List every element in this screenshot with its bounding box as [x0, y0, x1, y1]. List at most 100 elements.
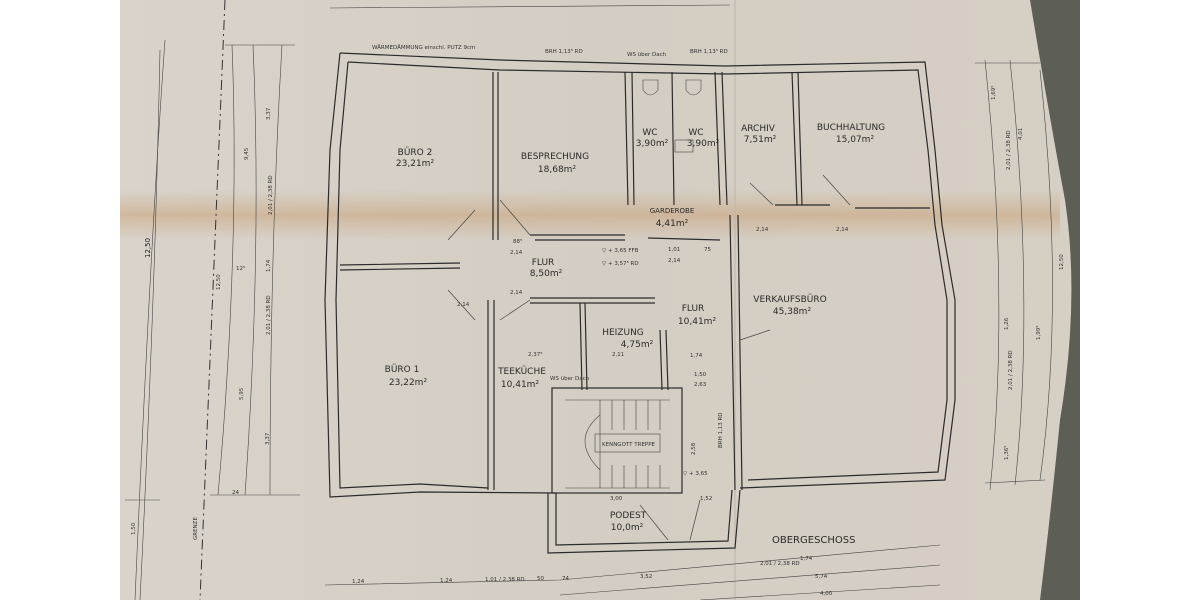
- svg-text:FLUR: FLUR: [682, 304, 705, 314]
- floor-title: OBERGESCHOSS: [772, 535, 855, 546]
- svg-text:10,41m²: 10,41m²: [678, 317, 717, 327]
- svg-text:8,50m²: 8,50m²: [530, 269, 563, 279]
- svg-text:12,50: 12,50: [216, 274, 222, 290]
- room-wc-1: WC3,90m²: [636, 128, 669, 149]
- svg-text:2,01 / 2,38 RD: 2,01 / 2,38 RD: [1008, 350, 1014, 390]
- svg-text:1,01: 1,01: [668, 247, 680, 253]
- svg-text:1,52: 1,52: [700, 496, 712, 502]
- window-note-1: BRH 1,13⁵ RD: [545, 48, 583, 55]
- svg-text:3,00: 3,00: [610, 496, 623, 502]
- svg-text:2,14: 2,14: [510, 250, 523, 256]
- svg-text:2,11: 2,11: [612, 352, 624, 358]
- svg-text:2,14: 2,14: [836, 227, 849, 233]
- left-dimension-labels: 12,50 9,45 3,37 2,01 / 2,38 RD 1,74 2,01…: [131, 107, 274, 535]
- svg-text:HEIZUNG: HEIZUNG: [602, 328, 644, 338]
- svg-text:1,24: 1,24: [440, 578, 453, 584]
- svg-text:12,50: 12,50: [1059, 254, 1065, 270]
- svg-text:2,14: 2,14: [756, 227, 769, 233]
- bottom-dimension-labels: 1,24 1,24 1,01 / 2,38 RD 50 74 3,52 3,00…: [352, 496, 833, 597]
- svg-text:23,21m²: 23,21m²: [396, 159, 435, 169]
- svg-text:45,38m²: 45,38m²: [773, 307, 812, 317]
- floor-plan-photo: GRENZE 12,50 9,45 3,37 2,01 / 2,38 RD 1,…: [120, 0, 1080, 600]
- stair-label: KENNGOTT TREPPE: [602, 442, 656, 448]
- svg-text:2,01 / 2,38 RD: 2,01 / 2,38 RD: [268, 175, 274, 215]
- left-dim-12-50-outer: 12,50: [144, 238, 152, 258]
- svg-text:7,51m²: 7,51m²: [744, 135, 777, 145]
- room-buchhaltung: BUCHHALTUNG 15,07m²: [817, 123, 885, 145]
- svg-text:1,24: 1,24: [352, 579, 365, 585]
- svg-text:3,37: 3,37: [266, 107, 272, 120]
- svg-text:18,68m²: 18,68m²: [538, 165, 577, 175]
- svg-text:PODEST: PODEST: [610, 511, 647, 521]
- svg-text:3,37: 3,37: [265, 432, 271, 445]
- right-dimension-labels: 1,69⁵ 4,01 2,01 / 2,38 RD 1,26 2,01 / 2,…: [990, 86, 1065, 460]
- window-note-3: BRH 1,13⁵ RD: [690, 48, 728, 55]
- svg-text:WC: WC: [642, 128, 657, 138]
- room-besprechung: BESPRECHUNG 18,68m²: [521, 152, 589, 175]
- ws-note: WS über Dach: [550, 376, 590, 382]
- svg-text:50: 50: [537, 576, 544, 582]
- room-verkaufsbuero: VERKAUFSBÜRO 45,38m²: [753, 294, 826, 317]
- room-teekueche: TEEKÜCHE 10,41m²: [497, 366, 546, 390]
- walls: [324, 52, 956, 554]
- svg-text:2,01 / 2,38 RD: 2,01 / 2,38 RD: [760, 561, 800, 567]
- svg-text:2,01 / 2,38 RD: 2,01 / 2,38 RD: [1006, 130, 1012, 170]
- svg-text:2,14: 2,14: [510, 290, 523, 296]
- brh-note: BRH 1,13 RD: [718, 412, 724, 448]
- svg-text:4,01: 4,01: [1018, 128, 1024, 140]
- boundary-label: GRENZE: [193, 517, 199, 540]
- level-mark-ffb: ▽ + 3,65 FFB: [602, 248, 639, 254]
- level-mark-podest: ▽ + 3,65: [683, 471, 708, 477]
- svg-text:ARCHIV: ARCHIV: [741, 124, 776, 134]
- svg-text:BESPRECHUNG: BESPRECHUNG: [521, 152, 589, 162]
- window-note-2: WS über Dach: [627, 52, 667, 58]
- door-swings: [447, 174, 851, 541]
- svg-text:BUCHHALTUNG: BUCHHALTUNG: [817, 123, 885, 133]
- svg-text:88⁵: 88⁵: [513, 238, 522, 245]
- svg-text:3,52: 3,52: [640, 574, 652, 580]
- svg-text:74: 74: [562, 576, 569, 582]
- svg-text:1,50: 1,50: [694, 372, 707, 378]
- svg-text:24: 24: [232, 490, 239, 496]
- svg-text:15,07m²: 15,07m²: [836, 135, 875, 145]
- room-buero-1: BÜRO 1 23,22m²: [385, 364, 428, 388]
- svg-text:FLUR: FLUR: [532, 258, 555, 268]
- svg-text:2,14: 2,14: [668, 258, 681, 264]
- svg-text:GARDEROBE: GARDEROBE: [650, 207, 695, 215]
- left-dimension-lines: [125, 39, 300, 600]
- svg-text:1,50: 1,50: [131, 522, 137, 535]
- bottom-dimension-lines: [324, 4, 941, 600]
- room-podest: PODEST 10,0m²: [610, 511, 647, 533]
- level-mark-rd: ▽ + 3,57⁵ RD: [602, 260, 639, 267]
- interior-dimension-labels: 2,14 88⁵ 2,14 2,14 2,37⁵ 2,11 1,74 1,50 …: [457, 227, 849, 455]
- kenngott-stair: [565, 399, 670, 489]
- svg-text:2,14: 2,14: [457, 302, 470, 308]
- room-wc-2: WC3,90m²: [687, 128, 720, 149]
- svg-text:10,41m²: 10,41m²: [501, 380, 540, 390]
- svg-text:4,00: 4,00: [820, 591, 833, 597]
- wc-fixtures: [642, 79, 702, 153]
- svg-text:VERKAUFSBÜRO: VERKAUFSBÜRO: [753, 294, 826, 305]
- svg-text:TEEKÜCHE: TEEKÜCHE: [497, 366, 546, 377]
- svg-text:3,90m²: 3,90m²: [687, 139, 720, 149]
- svg-text:BÜRO 2: BÜRO 2: [398, 147, 433, 158]
- svg-text:3,90m²: 3,90m²: [636, 139, 669, 149]
- svg-text:5,74: 5,74: [815, 574, 828, 580]
- insulation-note: WÄRMEDÄMMUNG einschl. PUTZ 9cm: [372, 44, 475, 51]
- svg-text:1,69⁵: 1,69⁵: [990, 86, 997, 100]
- svg-text:4,75m²: 4,75m²: [621, 340, 654, 350]
- svg-text:10,0m²: 10,0m²: [611, 523, 644, 533]
- svg-text:BÜRO 1: BÜRO 1: [385, 364, 420, 375]
- paper-sheet: [120, 0, 1072, 600]
- svg-text:5,95: 5,95: [239, 387, 245, 400]
- svg-text:1,26: 1,26: [1004, 317, 1010, 330]
- svg-text:2,01 / 2,38 RD: 2,01 / 2,38 RD: [266, 295, 272, 335]
- svg-text:1,36⁵: 1,36⁵: [1003, 446, 1010, 460]
- svg-text:9,45: 9,45: [244, 147, 250, 160]
- svg-text:12⁵: 12⁵: [236, 265, 245, 272]
- room-buero-2: BÜRO 223,21m²: [396, 147, 435, 169]
- svg-text:23,22m²: 23,22m²: [389, 378, 428, 388]
